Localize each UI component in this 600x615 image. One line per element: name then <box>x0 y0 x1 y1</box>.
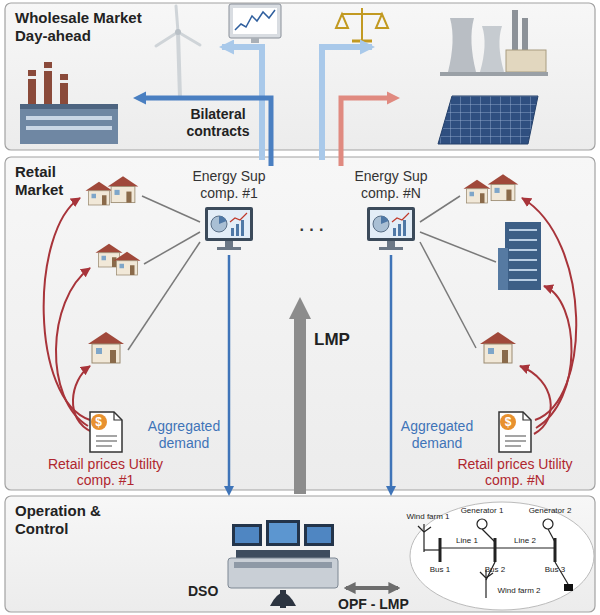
monitor-holder <box>204 206 254 252</box>
office-building <box>498 222 541 290</box>
connector-label: Aggregated demand <box>398 418 476 452</box>
dollar-sign: $ <box>500 414 516 430</box>
panel-title: Wholesale Market Day-ahead <box>15 9 150 45</box>
connector-label: LMP <box>314 330 364 350</box>
opf-double-arrow <box>346 588 398 589</box>
scales-icon <box>336 8 388 41</box>
panel-title: Operation & Control <box>15 502 105 538</box>
network-label: Generator 2 <box>526 506 574 516</box>
connector <box>133 92 271 167</box>
network-label: Bus 2 <box>481 565 509 575</box>
power-plant-icon <box>440 10 548 76</box>
panel-title: Retail Market <box>15 163 87 199</box>
solar-panel-icon <box>438 96 538 144</box>
connector <box>224 255 234 496</box>
opf-label: OPF - LMP <box>338 596 414 613</box>
network-label: Bus 3 <box>541 565 569 575</box>
supplier-label: Energy Sup comp. #1 <box>173 168 285 202</box>
connector-line <box>228 255 231 489</box>
document-icon <box>497 410 533 454</box>
contract-branches <box>222 47 372 160</box>
supplier-label: Energy Sup comp. #N <box>335 168 447 202</box>
document-holder: $ <box>88 410 124 454</box>
monitor-holder <box>366 206 416 252</box>
document-holder: $ <box>497 410 533 454</box>
connector <box>341 92 400 167</box>
chart-monitor-icon <box>229 4 281 43</box>
retail-price-label: Retail prices Utility comp. #1 <box>38 456 173 488</box>
panel-backgrounds <box>5 3 595 612</box>
connector-line <box>294 312 306 494</box>
network-label: Bus 1 <box>426 565 454 575</box>
retail-price-arrows <box>44 198 577 434</box>
arrow-head <box>387 92 400 105</box>
monitor-icon <box>204 206 254 252</box>
consumer-links <box>128 196 496 350</box>
control-room-console <box>228 520 338 608</box>
panel: Wholesale Market Day-ahead <box>5 3 595 150</box>
network-label: Wind farm 2 <box>496 586 542 596</box>
network-label: Line 1 <box>452 536 482 546</box>
ellipsis: · · · <box>290 220 334 239</box>
network-label: Wind farm 1 <box>406 512 450 522</box>
connector-label: Aggregated demand <box>145 418 223 452</box>
connector <box>289 297 311 494</box>
dso-label: DSO <box>188 583 228 600</box>
supplier-node: Energy Sup comp. #1 <box>173 168 285 252</box>
factory-icon <box>20 62 118 144</box>
connector-line <box>341 98 391 166</box>
wind-turbine-icon <box>156 6 200 98</box>
dollar-sign: $ <box>91 414 107 430</box>
connector <box>386 255 396 496</box>
retail-price-label: Retail prices Utility comp. #N <box>440 456 590 488</box>
document-icon <box>88 410 124 454</box>
monitor-icon <box>366 206 416 252</box>
arrow-head <box>133 92 146 105</box>
arrow-head <box>289 297 311 319</box>
connector-line <box>390 255 393 489</box>
arrow-head <box>386 486 396 496</box>
supplier-node: Energy Sup comp. #N <box>335 168 447 252</box>
arrow-head <box>224 486 234 496</box>
connector-line <box>142 98 271 166</box>
contract-label: Bilateral contracts <box>168 106 268 140</box>
panel: Retail Market Energy Sup comp. #1 Energy S… <box>5 157 595 490</box>
network-label: Line 2 <box>510 536 540 546</box>
network-label: Generator 1 <box>458 506 506 516</box>
